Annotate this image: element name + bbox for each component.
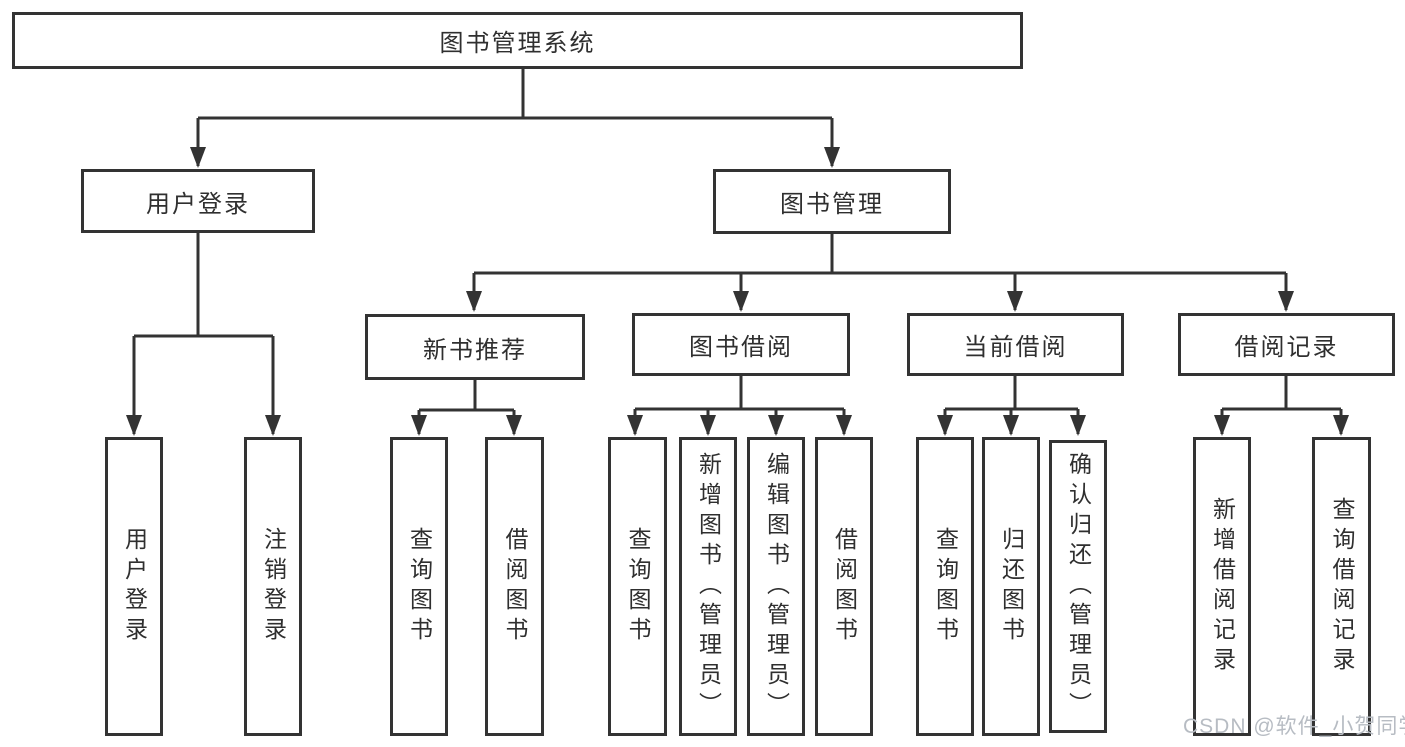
node-current-borrow: 当前借阅: [907, 313, 1124, 376]
leaf-confirm-return-admin: 确认归还（管理员）: [1049, 440, 1107, 733]
watermark: CSDN @软件_小贺同学: [1183, 715, 1405, 738]
node-borrow-record-label: 借阅记录: [1234, 334, 1339, 361]
leaf-query-books-b: 查询图书: [608, 437, 667, 736]
leaf-add-books-admin-label: 新增图书（管理员）: [695, 451, 722, 722]
leaf-user-login: 用户登录: [105, 437, 163, 736]
leaf-query-books-b-label: 查询图书: [625, 526, 651, 647]
leaf-return-books: 归还图书: [982, 437, 1040, 736]
node-book-borrow: 图书借阅: [632, 313, 850, 376]
leaf-borrow-books-a-label: 借阅图书: [502, 526, 528, 647]
leaf-query-books-c: 查询图书: [916, 437, 974, 736]
leaf-borrow-books-a: 借阅图书: [485, 437, 544, 736]
node-book-borrow-label: 图书借阅: [689, 334, 793, 361]
node-root-system: 图书管理系统: [12, 12, 1023, 69]
leaf-return-books-label: 归还图书: [998, 526, 1025, 647]
node-borrow-record: 借阅记录: [1178, 313, 1395, 376]
leaf-confirm-return-admin-label: 确认归还（管理员）: [1065, 451, 1092, 722]
leaf-user-login-label: 用户登录: [121, 526, 148, 647]
leaf-logout: 注销登录: [244, 437, 302, 736]
leaf-query-borrow-record: 查询借阅记录: [1312, 437, 1371, 736]
leaf-add-borrow-record-label: 新增借阅记录: [1209, 496, 1236, 677]
node-root-label: 图书管理系统: [439, 30, 596, 57]
leaf-edit-books-admin-label: 编辑图书（管理员）: [763, 451, 790, 722]
node-new-book-recommend: 新书推荐: [365, 314, 585, 380]
leaf-logout-label: 注销登录: [260, 526, 287, 647]
node-user-login: 用户登录: [81, 169, 315, 233]
leaf-query-borrow-record-label: 查询借阅记录: [1329, 496, 1355, 677]
node-current-borrow-label: 当前借阅: [963, 334, 1068, 361]
leaf-query-books-a-label: 查询图书: [406, 526, 433, 647]
leaf-query-books-c-label: 查询图书: [932, 526, 959, 647]
node-new-book-recommend-label: 新书推荐: [423, 336, 527, 364]
leaf-query-books-a: 查询图书: [390, 437, 448, 736]
leaf-borrow-books-b: 借阅图书: [815, 437, 873, 736]
leaf-borrow-books-b-label: 借阅图书: [831, 526, 858, 647]
node-user-login-label: 用户登录: [146, 190, 250, 218]
node-book-management: 图书管理: [713, 169, 951, 234]
leaf-add-borrow-record: 新增借阅记录: [1193, 437, 1251, 736]
leaf-edit-books-admin: 编辑图书（管理员）: [747, 437, 805, 736]
leaf-add-books-admin: 新增图书（管理员）: [679, 437, 737, 736]
node-book-management-label: 图书管理: [780, 191, 884, 218]
